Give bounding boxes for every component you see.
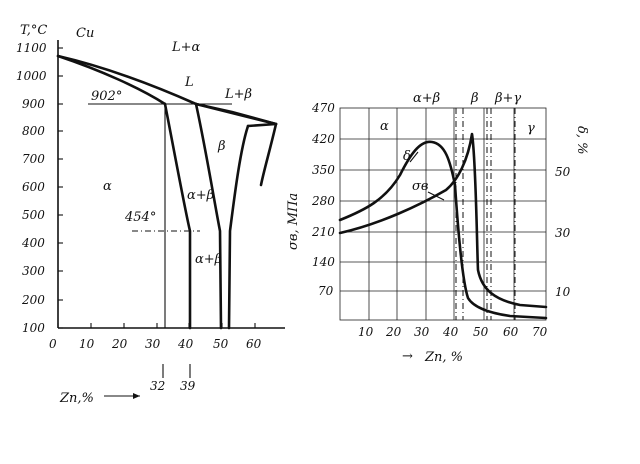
alpha-solvus: [163, 102, 192, 330]
t-tick-500: 500: [22, 208, 45, 222]
prop-x-tick-70: 70: [532, 325, 548, 339]
marker-32: 32: [150, 379, 165, 393]
prop-x-tick-10: 10: [358, 325, 374, 339]
delta-ticks: 50 30 10: [555, 165, 571, 299]
delta-curve: [338, 140, 548, 320]
prop-x-tick-20: 20: [385, 325, 402, 339]
t-tick-700: 700: [22, 152, 45, 166]
delta-tick-10: 10: [555, 285, 571, 299]
t-tick-200: 200: [21, 293, 45, 307]
region-l-beta: L+β: [224, 87, 252, 102]
prop-x-tick-40: 40: [442, 325, 459, 339]
label-902: 902°: [91, 89, 122, 104]
delta-tick-50: 50: [555, 165, 571, 179]
t-tick-600: 600: [22, 180, 45, 194]
prop-x-tick-60: 60: [503, 325, 519, 339]
phase-x-tick-0: 0: [49, 337, 57, 351]
delta-axis-label: δ, %: [574, 126, 589, 154]
beta-liquidus: [194, 102, 278, 126]
region-l: L: [184, 75, 194, 90]
delta-curve-label: δ: [403, 149, 411, 164]
sigma-tick-350: 350: [312, 163, 335, 177]
cu-label: Cu: [76, 26, 94, 41]
alpha-solidus: [56, 54, 167, 106]
phase-x-axis-label: Zn,%: [59, 391, 94, 406]
t-tick-1000: 1000: [16, 69, 47, 83]
region-alpha-beta-upper: α+β: [187, 188, 214, 203]
region-l-alpha: L+α: [171, 40, 201, 55]
t-tick-100: 100: [22, 321, 45, 335]
phase-x-arrow-head: [133, 393, 140, 399]
top-phase-beta: β: [470, 91, 479, 106]
beta-gamma-boundary: [259, 122, 278, 187]
delta-leader: [409, 151, 419, 163]
phase-diagram: T,°C Cu 100 200 300 400 500 600 700 800: [16, 23, 285, 406]
sigma-ticks: 470 420 350 280 210 140 70: [311, 101, 335, 298]
properties-x-ticks: 10 20 30 40 50 60 70: [358, 325, 548, 339]
sigma-tick-210: 210: [311, 225, 335, 239]
sigma-tick-470: 470: [311, 101, 335, 115]
top-phase-beta-gamma: β+γ: [494, 91, 521, 106]
prop-x-axis-label: Zn, %: [424, 350, 463, 365]
phase-x-ticks: 0 10 20 30 40 50 60: [49, 323, 262, 351]
sigma-curve: [338, 132, 548, 309]
t-tick-800: 800: [22, 124, 45, 138]
region-alpha-right: α: [380, 119, 389, 134]
phase-x-tick-50: 50: [213, 337, 229, 351]
t-tick-400: 400: [21, 236, 45, 250]
region-alpha-beta-lower: α+β: [195, 252, 222, 267]
t-tick-1100: 1100: [16, 41, 47, 55]
beta-solidus-top: [246, 122, 278, 128]
sigma-tick-140: 140: [312, 255, 335, 269]
t-ticks: 100 200 300 400 500 600 700 800 900 1000…: [16, 41, 63, 335]
marker-39: 39: [180, 379, 196, 393]
label-454: 454°: [124, 210, 156, 225]
sigma-curve-label: σв: [412, 179, 428, 194]
sigma-tick-70: 70: [318, 284, 334, 298]
beta-boundary-left: [194, 102, 223, 330]
sigma-tick-280: 280: [311, 194, 335, 208]
properties-chart: 470 420 350 280 210 140 70 σв, МПа 50 30…: [286, 91, 589, 365]
phase-x-tick-20: 20: [111, 337, 128, 351]
sigma-axis-label: σв, МПа: [286, 193, 301, 250]
sigma-leader: [427, 191, 445, 201]
phase-x-tick-10: 10: [79, 337, 95, 351]
beta-boundary-right: [227, 124, 250, 330]
region-gamma: γ: [527, 121, 535, 136]
prop-x-arrow: →: [402, 349, 413, 364]
prop-x-tick-30: 30: [414, 325, 430, 339]
t-tick-900: 900: [22, 97, 45, 111]
phase-x-tick-60: 60: [246, 337, 262, 351]
t-axis-label: T,°C: [20, 23, 47, 38]
region-beta: β: [217, 139, 226, 154]
t-tick-300: 300: [22, 264, 45, 278]
phase-x-tick-40: 40: [177, 337, 194, 351]
prop-x-tick-50: 50: [473, 325, 489, 339]
top-phase-alpha-beta: α+β: [413, 91, 440, 106]
region-alpha: α: [103, 179, 112, 194]
sigma-tick-420: 420: [311, 132, 335, 146]
delta-tick-30: 30: [555, 226, 571, 240]
phase-x-tick-30: 30: [145, 337, 161, 351]
